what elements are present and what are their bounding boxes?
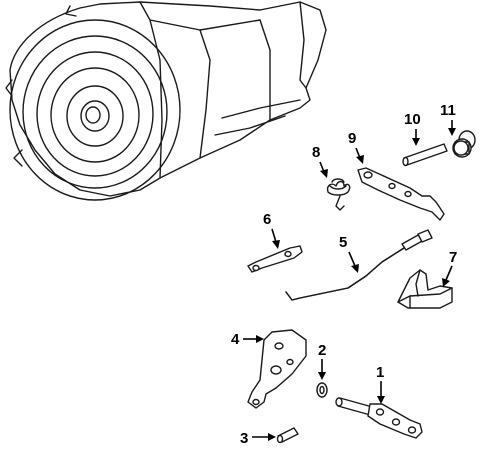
callout-7-label: 7: [449, 249, 457, 266]
callout-6: 6: [263, 211, 280, 249]
callout-5: 5: [339, 234, 359, 273]
callout-2: 2: [318, 342, 326, 380]
callout-1-label: 1: [376, 364, 384, 381]
part-2-clip: [316, 382, 328, 398]
part-8-spring: [326, 178, 351, 211]
callout-3-label: 3: [240, 430, 248, 447]
callout-3: 3: [240, 430, 276, 447]
callout-4: 4: [231, 331, 264, 348]
part-6-bracket: [247, 245, 303, 273]
transmission-assembly: [5, 1, 327, 201]
callout-9-label: 9: [348, 130, 356, 147]
part-5-cable: [285, 229, 433, 301]
callout-8: 8: [312, 144, 328, 178]
part-3-pin: [276, 427, 299, 444]
callout-4-label: 4: [231, 331, 240, 348]
callout-2-label: 2: [318, 342, 326, 359]
callout-1: 1: [376, 364, 385, 404]
part-10-pin: [402, 143, 448, 167]
part-7-shield: [397, 269, 453, 309]
callout-9: 9: [348, 130, 364, 164]
part-4-bracket-plate: [247, 329, 307, 409]
callout-6-label: 6: [263, 211, 271, 228]
part-11-plug: [452, 130, 476, 158]
callout-7: 7: [442, 249, 457, 287]
part-1-shaft-lever: [335, 397, 423, 439]
callout-11: 11: [440, 102, 456, 136]
callout-11-label: 11: [440, 102, 456, 119]
callout-8-label: 8: [312, 144, 320, 161]
callout-10: 10: [404, 111, 421, 146]
part-9-lever: [357, 167, 445, 221]
callout-10-label: 10: [404, 111, 421, 128]
callout-5-label: 5: [339, 234, 347, 251]
